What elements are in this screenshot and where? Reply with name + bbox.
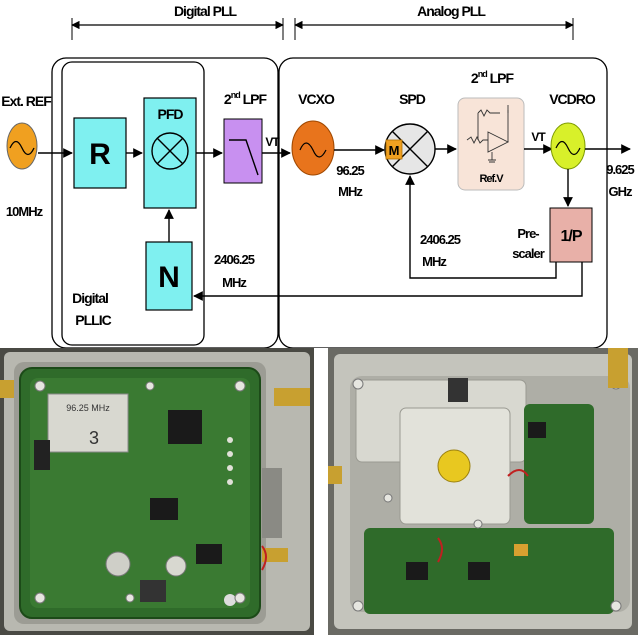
ext-ref-source bbox=[6, 122, 38, 170]
ref-v-label: Ref.V bbox=[479, 173, 504, 185]
prescaler-to-spd-path bbox=[405, 175, 557, 279]
digital-pll-header: Digital PLL bbox=[174, 3, 238, 19]
vcxo-freq-line1: 96.25 bbox=[336, 163, 364, 178]
vcxo-label: VCXO bbox=[298, 91, 335, 107]
digital-pll-board-photo: 96.25 MHz 3 bbox=[0, 348, 314, 635]
analog-pll-board-photo bbox=[328, 348, 638, 635]
mixer-icon bbox=[151, 132, 189, 170]
lowpass-icon bbox=[229, 139, 259, 176]
lpf1-title: 2nd LPF bbox=[224, 90, 268, 107]
ext-ref-label: Ext. REF bbox=[1, 93, 52, 109]
lpf2-title: 2nd LPF bbox=[471, 69, 515, 86]
r-divider-block bbox=[73, 117, 127, 189]
spd-mark: M bbox=[389, 143, 400, 158]
prescaler-block bbox=[549, 207, 593, 263]
prescaler-ratio: 1/P bbox=[560, 228, 582, 245]
n-feedback-freq-line1: 2406.25 bbox=[214, 252, 255, 267]
ext-ref-freq: 10MHz bbox=[6, 204, 44, 219]
lpf1-block bbox=[223, 118, 263, 184]
spd-feedback-freq-line1: 2406.25 bbox=[420, 232, 461, 247]
digital-pllic-line2: PLLIC bbox=[75, 312, 111, 328]
vcxo-oscillator bbox=[291, 120, 335, 176]
spd-mark-box bbox=[385, 139, 403, 160]
sine-icon bbox=[299, 142, 327, 158]
n-divider-block bbox=[145, 241, 193, 311]
prescaler-label-line1: Pre- bbox=[517, 226, 539, 241]
analog-board-image bbox=[328, 348, 638, 635]
mixer-icon-stroke-b bbox=[156, 137, 184, 165]
opamp-filter-icon bbox=[466, 105, 510, 163]
spd-label: SPD bbox=[399, 91, 426, 107]
vcxo-freq-line2: MHz bbox=[338, 184, 363, 199]
analog-pll-header: Analog PLL bbox=[417, 3, 486, 19]
spd-feedback-freq-line2: MHz bbox=[422, 254, 447, 269]
pll-block-diagram: Digital PLL Analog PLL Ext. REF 10MHz R … bbox=[1, 3, 636, 348]
digital-pll-frame bbox=[51, 57, 279, 348]
pfd-label: PFD bbox=[158, 106, 184, 122]
vt-label-analog: VT bbox=[531, 130, 546, 144]
digital-board-image: 96.25 MHz 3 bbox=[0, 348, 314, 635]
vcdro-oscillator bbox=[550, 122, 586, 170]
output-freq-line2: GHz bbox=[609, 184, 634, 199]
sine-icon bbox=[9, 140, 35, 156]
output-freq-line1: 9.625 bbox=[606, 162, 634, 177]
crystal-label: 96.25 MHz bbox=[66, 403, 110, 413]
vcdro-label: VCDRO bbox=[549, 91, 596, 107]
vt-label-digital: VT bbox=[265, 135, 280, 149]
can-mark: 3 bbox=[89, 428, 99, 448]
lpf2-block bbox=[457, 97, 525, 191]
n-divider-label: N bbox=[158, 261, 180, 294]
analog-pll-frame bbox=[278, 57, 608, 348]
r-divider-label: R bbox=[89, 138, 111, 171]
prescaler-to-n-path bbox=[193, 262, 583, 301]
prescaler-label-line2: scaler bbox=[512, 246, 545, 261]
digital-pllic-frame bbox=[61, 61, 205, 346]
n-feedback-freq-line2: MHz bbox=[222, 275, 247, 290]
sine-icon bbox=[555, 140, 581, 156]
digital-pllic-line1: Digital bbox=[72, 290, 108, 306]
mixer-icon-stroke-b bbox=[391, 130, 429, 168]
